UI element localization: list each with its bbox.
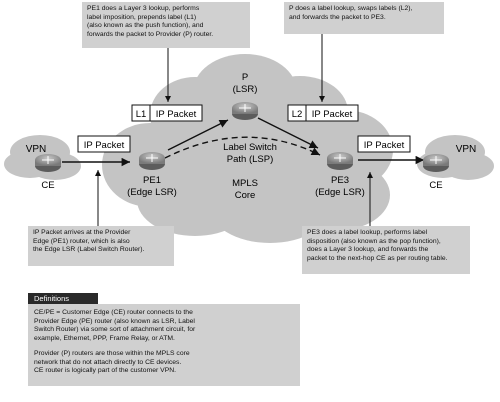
- pe3-label-line2: (Edge LSR): [315, 187, 365, 198]
- router-ce-right-icon: [423, 154, 449, 172]
- pe3-label-line1: PE3: [331, 175, 349, 186]
- ce-right-label: CE: [429, 180, 442, 191]
- packet-pe3-ce: IP Packet: [357, 135, 411, 153]
- vpn-left-label: VPN: [26, 144, 47, 155]
- mpls-core-label-line1: MPLS: [232, 178, 258, 189]
- ce-left-label: CE: [41, 180, 54, 191]
- p-label-line1: P: [242, 72, 248, 83]
- packet-pe3-ce-label: IP Packet: [364, 140, 405, 151]
- definitions-heading: Definitions: [28, 293, 98, 304]
- packet-l2: L2 IP Packet: [287, 104, 359, 122]
- note-p-label-swap: P does a label lookup, swaps labels (L2)…: [284, 2, 444, 34]
- link-pe1-p: [167, 119, 229, 151]
- packet-l1-label: IP Packet: [156, 109, 197, 120]
- router-pe1-icon: [139, 152, 165, 170]
- definition-ce-pe: CE/PE = Customer Edge (CE) router connec…: [34, 309, 196, 342]
- label-l1: L1: [136, 109, 147, 120]
- definitions-box: CE/PE = Customer Edge (CE) router connec…: [28, 304, 300, 386]
- router-pe3-icon: [327, 152, 353, 170]
- label-l2: L2: [292, 109, 303, 120]
- packet-ce-pe1: IP Packet: [77, 135, 131, 153]
- link-p-pe3: [257, 117, 319, 149]
- lsp-label-line2: Path (LSP): [227, 154, 273, 165]
- router-p-icon: [232, 102, 258, 120]
- packet-l1: L1 IP Packet: [131, 104, 203, 122]
- packet-l2-label: IP Packet: [312, 109, 353, 120]
- p-label-line2: (LSR): [233, 84, 258, 95]
- pe1-label-line2: (Edge LSR): [127, 187, 177, 198]
- note-pe1-label-imposition: PE1 does a Layer 3 lookup, performs labe…: [82, 2, 250, 48]
- pe1-label-line1: PE1: [143, 175, 161, 186]
- lsp-label-line1: Label Switch: [223, 142, 277, 153]
- mpls-core-label-line2: Core: [235, 190, 256, 201]
- packet-ce-pe1-label: IP Packet: [84, 140, 125, 151]
- note-pe1-packet-arrival: IP Packet arrives at the Provider Edge (…: [28, 226, 174, 266]
- note-pe3-label-disposition: PE3 does a label lookup, performs label …: [302, 226, 470, 274]
- lsp-dashed-path: [164, 136, 321, 159]
- router-ce-left-icon: [35, 154, 61, 172]
- definition-provider: Provider (P) routers are those within th…: [34, 350, 190, 374]
- vpn-right-label: VPN: [456, 144, 477, 155]
